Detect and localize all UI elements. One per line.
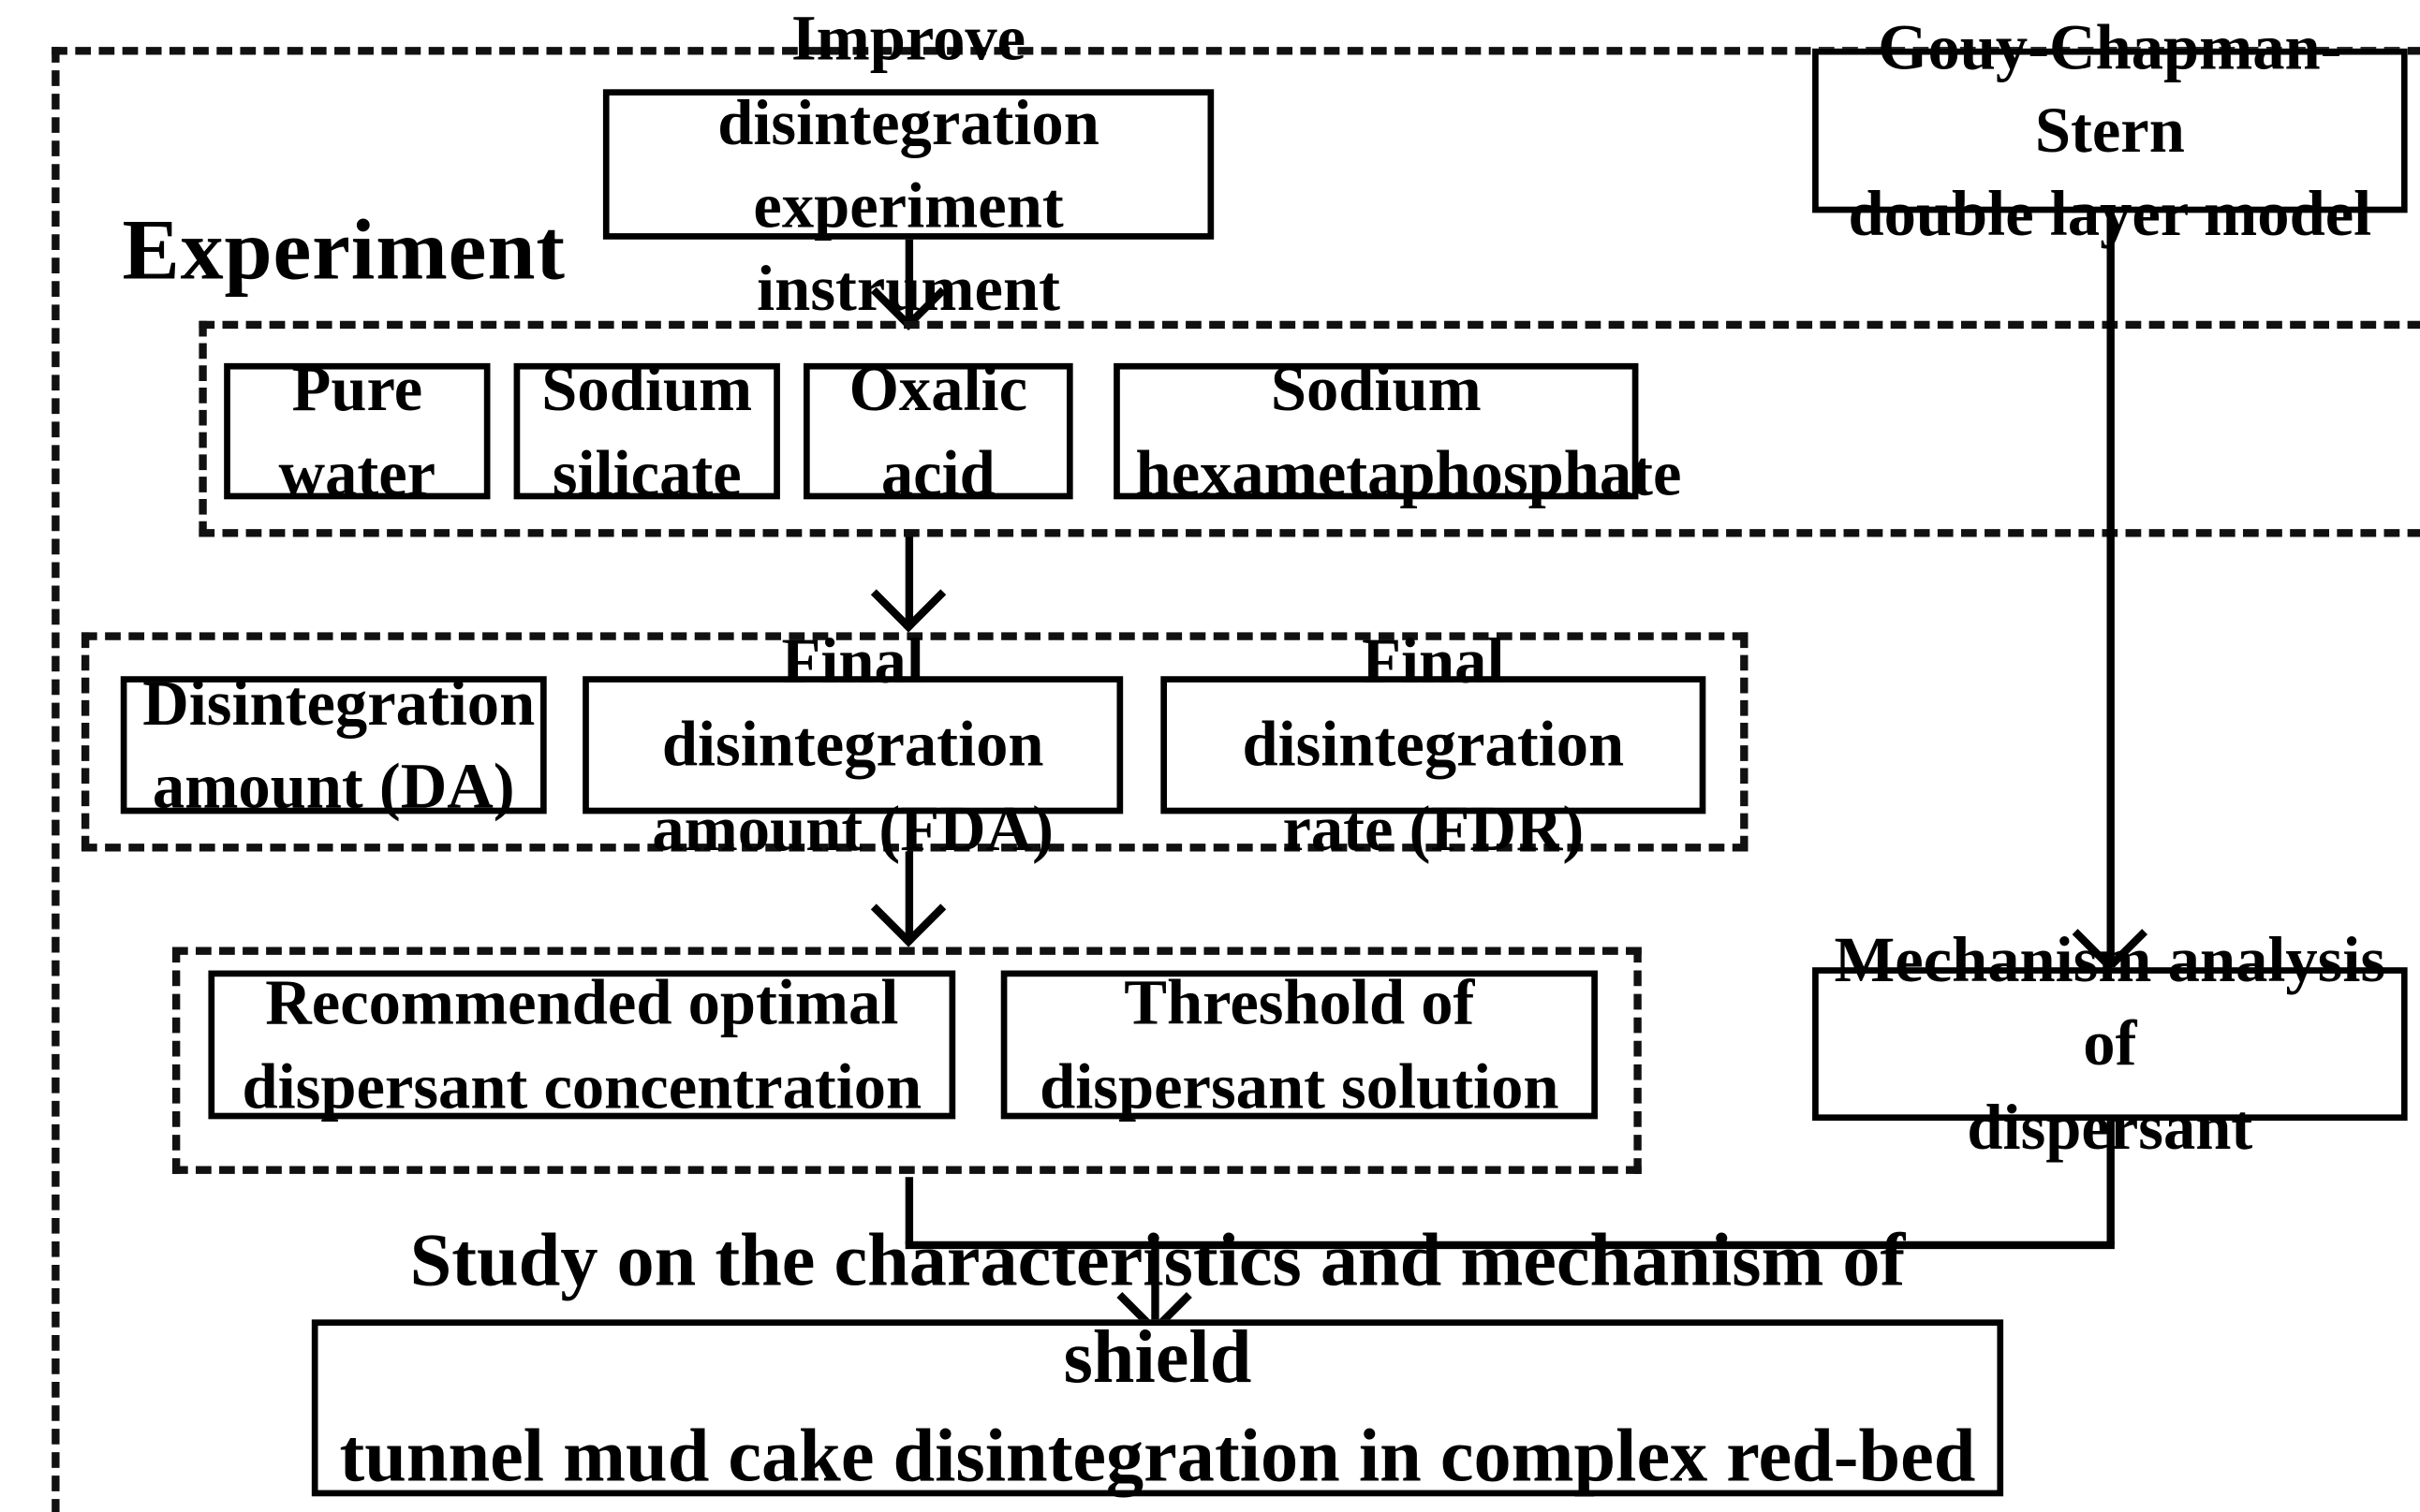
connector-merge-bar: [905, 1240, 2115, 1250]
node-gouy-chapman-stern[interactable]: Gouy-Chapman-Stern double layer model: [1812, 10, 2408, 249]
node-final-disintegration-rate-label: Final disintegration rate (FDR): [1242, 624, 1625, 864]
chemicals-dashed-group: [199, 320, 2420, 537]
connector-indices-to-outcomes-line: [905, 851, 914, 943]
node-sodium-hexametaphosphate[interactable]: Sodium hexametaphosphate: [1114, 353, 1681, 508]
node-sodium-silicate-label: Sodium silicate: [541, 352, 753, 508]
connector-gouy-to-mechanism-line: [2106, 213, 2115, 964]
experiment-section-label: Experiment: [122, 201, 566, 298]
node-final-disintegration-amount[interactable]: Final disintegration amount (FDA): [583, 624, 1124, 863]
node-study-conclusion-label: Study on the characteristics and mechani…: [339, 1218, 1976, 1512]
node-threshold-solution-label: Threshold of dispersant solution: [1040, 965, 1559, 1122]
indices-dashed-group: [81, 632, 1749, 852]
connector-merge-to-conclusion-line: [1151, 1240, 1159, 1323]
node-pure-water-label: Pure water: [278, 352, 436, 508]
node-mechanism-analysis[interactable]: Mechanism analysis of dispersant: [1812, 923, 2408, 1163]
node-final-disintegration-amount-label: Final disintegration amount (FDA): [652, 624, 1054, 864]
node-recommended-concentration[interactable]: Recommended optimal dispersant concentra…: [208, 966, 956, 1122]
node-final-disintegration-rate[interactable]: Final disintegration rate (FDR): [1160, 624, 1706, 863]
node-disintegration-amount[interactable]: Disintegration amount (DA): [120, 667, 547, 822]
node-oxalic-acid[interactable]: Oxalic acid: [803, 353, 1073, 508]
node-improve-instrument[interactable]: Improve disintegration experiment instru…: [602, 2, 1215, 325]
outcomes-dashed-group: [171, 947, 1642, 1174]
connector-experiment-stem: [905, 1177, 914, 1245]
node-threshold-solution[interactable]: Threshold of dispersant solution: [1000, 966, 1598, 1122]
node-sodium-silicate[interactable]: Sodium silicate: [513, 353, 780, 508]
node-disintegration-amount-label: Disintegration amount (DA): [142, 666, 536, 822]
node-gouy-chapman-stern-label: Gouy-Chapman-Stern double layer model: [1848, 9, 2372, 250]
connector-mechanism-stem: [2106, 1121, 2115, 1245]
node-recommended-concentration-label: Recommended optimal dispersant concentra…: [242, 965, 922, 1122]
node-pure-water[interactable]: Pure water: [224, 353, 491, 508]
node-oxalic-acid-label: Oxalic acid: [848, 352, 1028, 508]
node-sodium-hexametaphosphate-label: Sodium hexametaphosphate: [1135, 352, 1682, 508]
node-study-conclusion[interactable]: Study on the characteristics and mechani…: [311, 1219, 2004, 1512]
experiment-dashed-container: [52, 47, 2420, 1512]
connector-instrument-to-chemicals-line: [905, 239, 914, 323]
connector-chemicals-to-indices-line: [905, 536, 914, 628]
